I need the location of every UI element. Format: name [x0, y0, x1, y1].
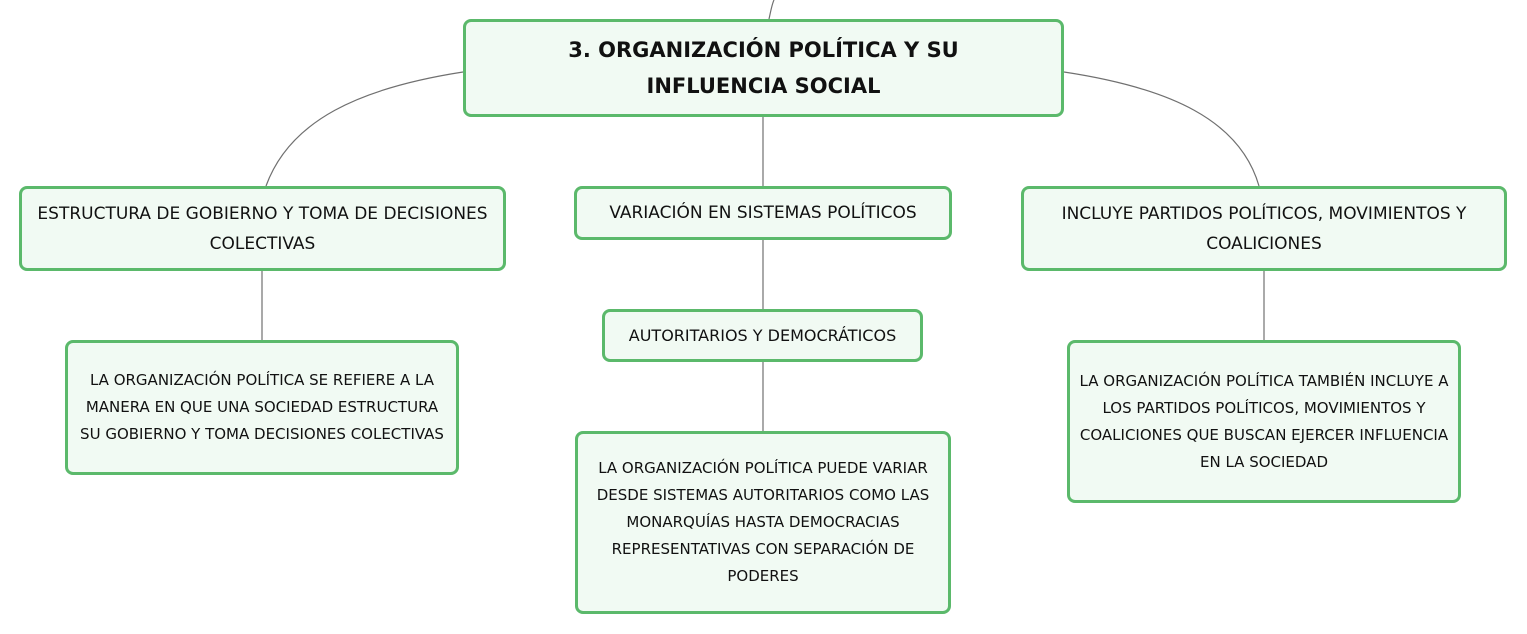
topic-node-parties[interactable]: INCLUYE PARTIDOS POLÍTICOS, MOVIMIENTOS … — [1021, 186, 1507, 271]
topic-node-variation[interactable]: VARIACIÓN EN SISTEMAS POLÍTICOS — [574, 186, 952, 240]
topic-parties-text: INCLUYE PARTIDOS POLÍTICOS, MOVIMIENTOS … — [1061, 203, 1467, 254]
topic-structure-text: ESTRUCTURA DE GOBIERNO Y TOMA DE DECISIO… — [37, 203, 488, 254]
connector-root-to-right — [1063, 71, 1260, 187]
subtopic-node-structure-detail[interactable]: LA ORGANIZACIÓN POLÍTICA SE REFIERE A LA… — [65, 340, 459, 475]
authoritarian-democratic-text: AUTORITARIOS Y DEMOCRÁTICOS — [628, 326, 897, 345]
subtopic-node-variation-detail[interactable]: LA ORGANIZACIÓN POLÍTICA PUEDE VARIAR DE… — [575, 431, 951, 614]
parties-detail-text: LA ORGANIZACIÓN POLÍTICA TAMBIÉN INCLUYE… — [1079, 371, 1449, 471]
subtopic-node-parties-detail[interactable]: LA ORGANIZACIÓN POLÍTICA TAMBIÉN INCLUYE… — [1067, 340, 1461, 503]
topic-node-structure[interactable]: ESTRUCTURA DE GOBIERNO Y TOMA DE DECISIO… — [19, 186, 506, 271]
subtopic-node-authoritarian-democratic[interactable]: AUTORITARIOS Y DEMOCRÁTICOS — [602, 309, 923, 362]
central-topic-node[interactable]: 3. ORGANIZACIÓN POLÍTICA Y SU INFLUENCIA… — [463, 19, 1064, 117]
topic-variation-text: VARIACIÓN EN SISTEMAS POLÍTICOS — [609, 203, 917, 223]
variation-detail-text: LA ORGANIZACIÓN POLÍTICA PUEDE VARIAR DE… — [596, 459, 930, 585]
central-topic-text: 3. ORGANIZACIÓN POLÍTICA Y SU INFLUENCIA… — [568, 38, 959, 98]
connector-root-to-parent — [768, 0, 775, 20]
structure-detail-text: LA ORGANIZACIÓN POLÍTICA SE REFIERE A LA… — [80, 371, 444, 443]
connector-root-to-left — [265, 71, 464, 187]
